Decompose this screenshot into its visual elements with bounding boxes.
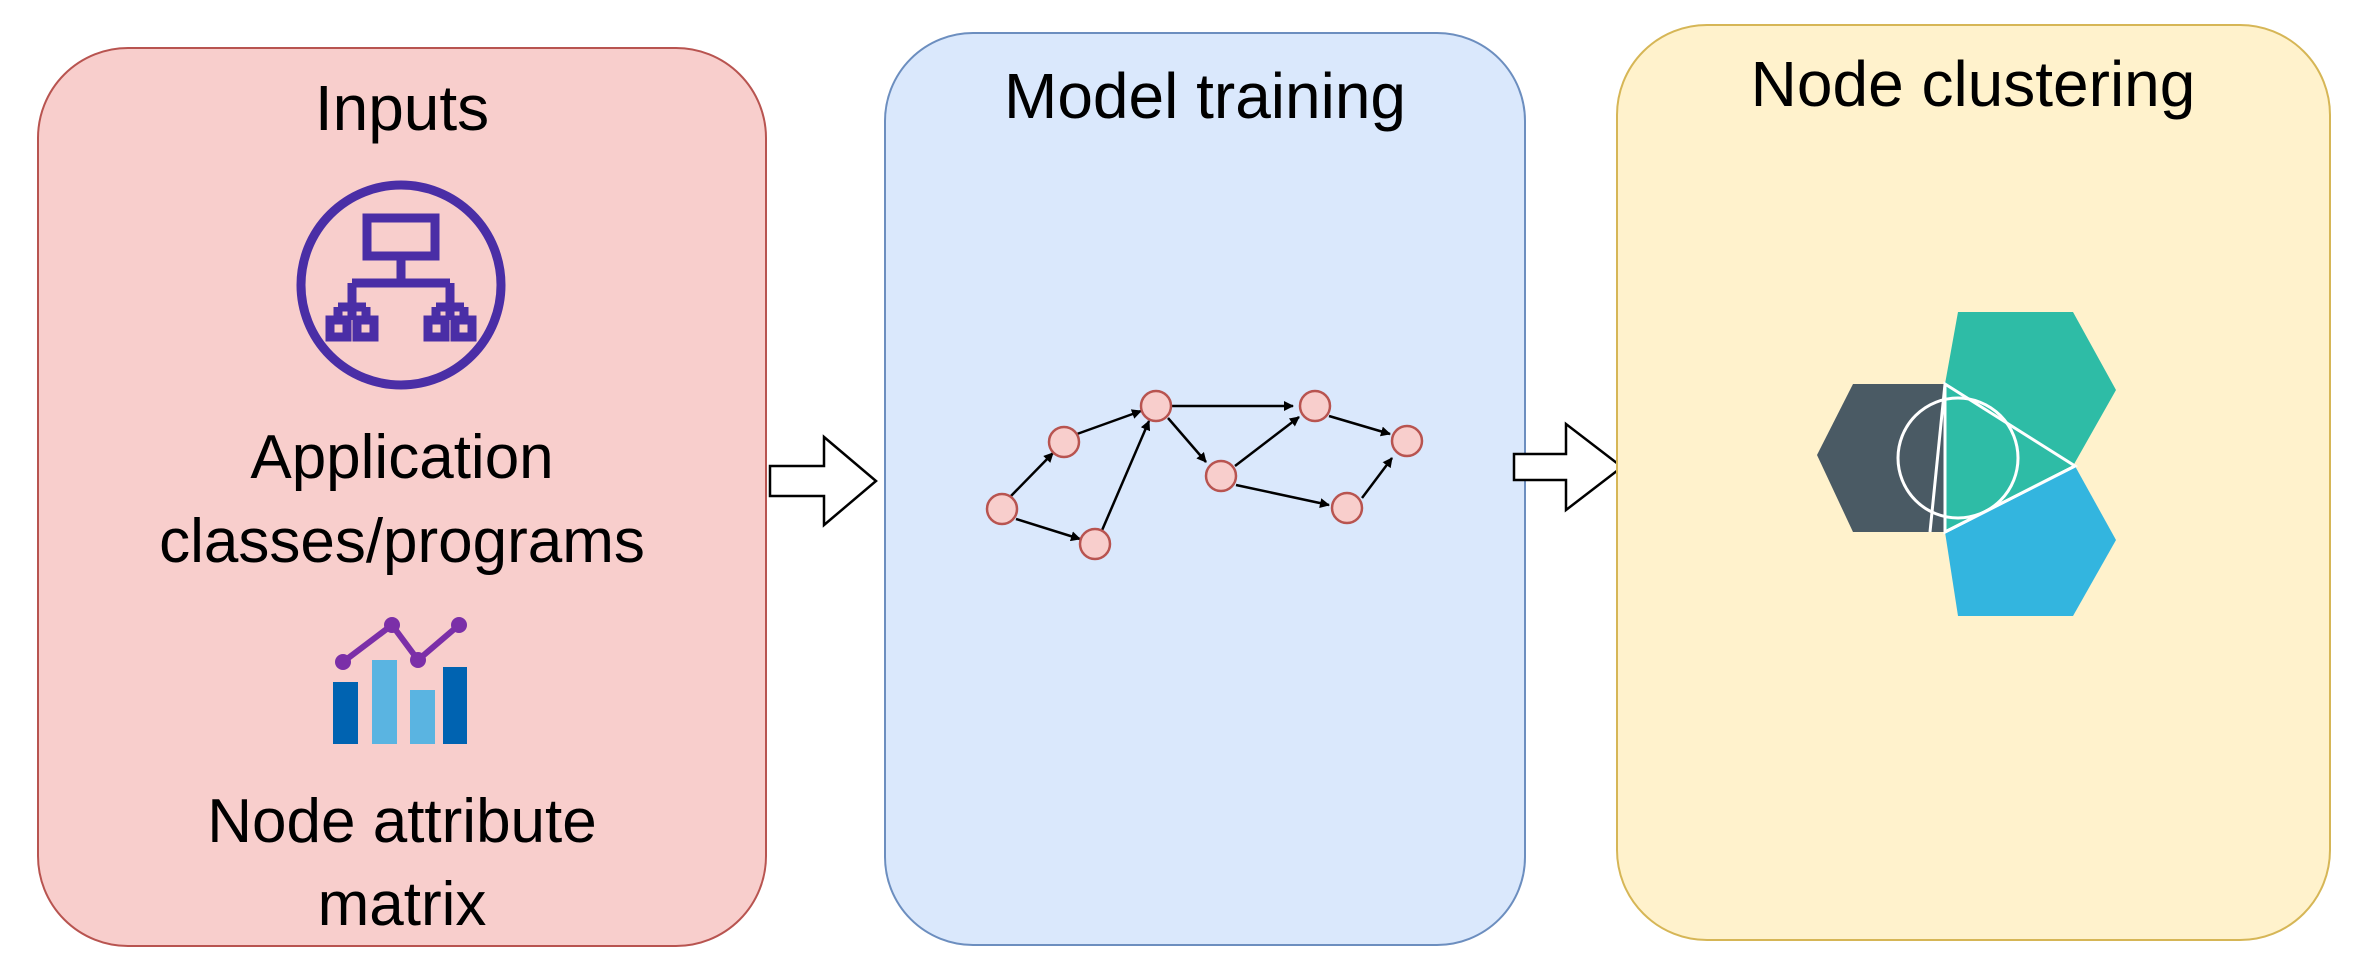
model-training-panel-box	[884, 32, 1526, 946]
inputs-item2-line1: Node attribute	[207, 787, 596, 856]
node-clustering-panel: Node clustering	[1616, 24, 2331, 941]
bar-line-chart-icon	[333, 617, 467, 744]
node-clustering-title: Node clustering	[1751, 48, 2196, 120]
flow-arrow-2	[1512, 421, 1625, 513]
inputs-item1-line2: classes/programs	[159, 507, 645, 576]
inputs-panel: Inputs Application classes/programs	[37, 47, 767, 947]
flow-arrow-1	[768, 434, 878, 528]
inputs-item2-line2: matrix	[318, 870, 487, 939]
directed-graph-icon	[985, 389, 1424, 561]
inputs-panel-box	[37, 47, 767, 947]
inputs-title: Inputs	[315, 72, 489, 144]
sitemap-icon	[296, 180, 506, 390]
model-training-title: Model training	[1004, 60, 1406, 132]
hexagon-cluster-icon	[1817, 312, 2116, 616]
inputs-item1-line1: Application	[250, 423, 553, 492]
model-training-panel: Model training	[884, 32, 1526, 946]
